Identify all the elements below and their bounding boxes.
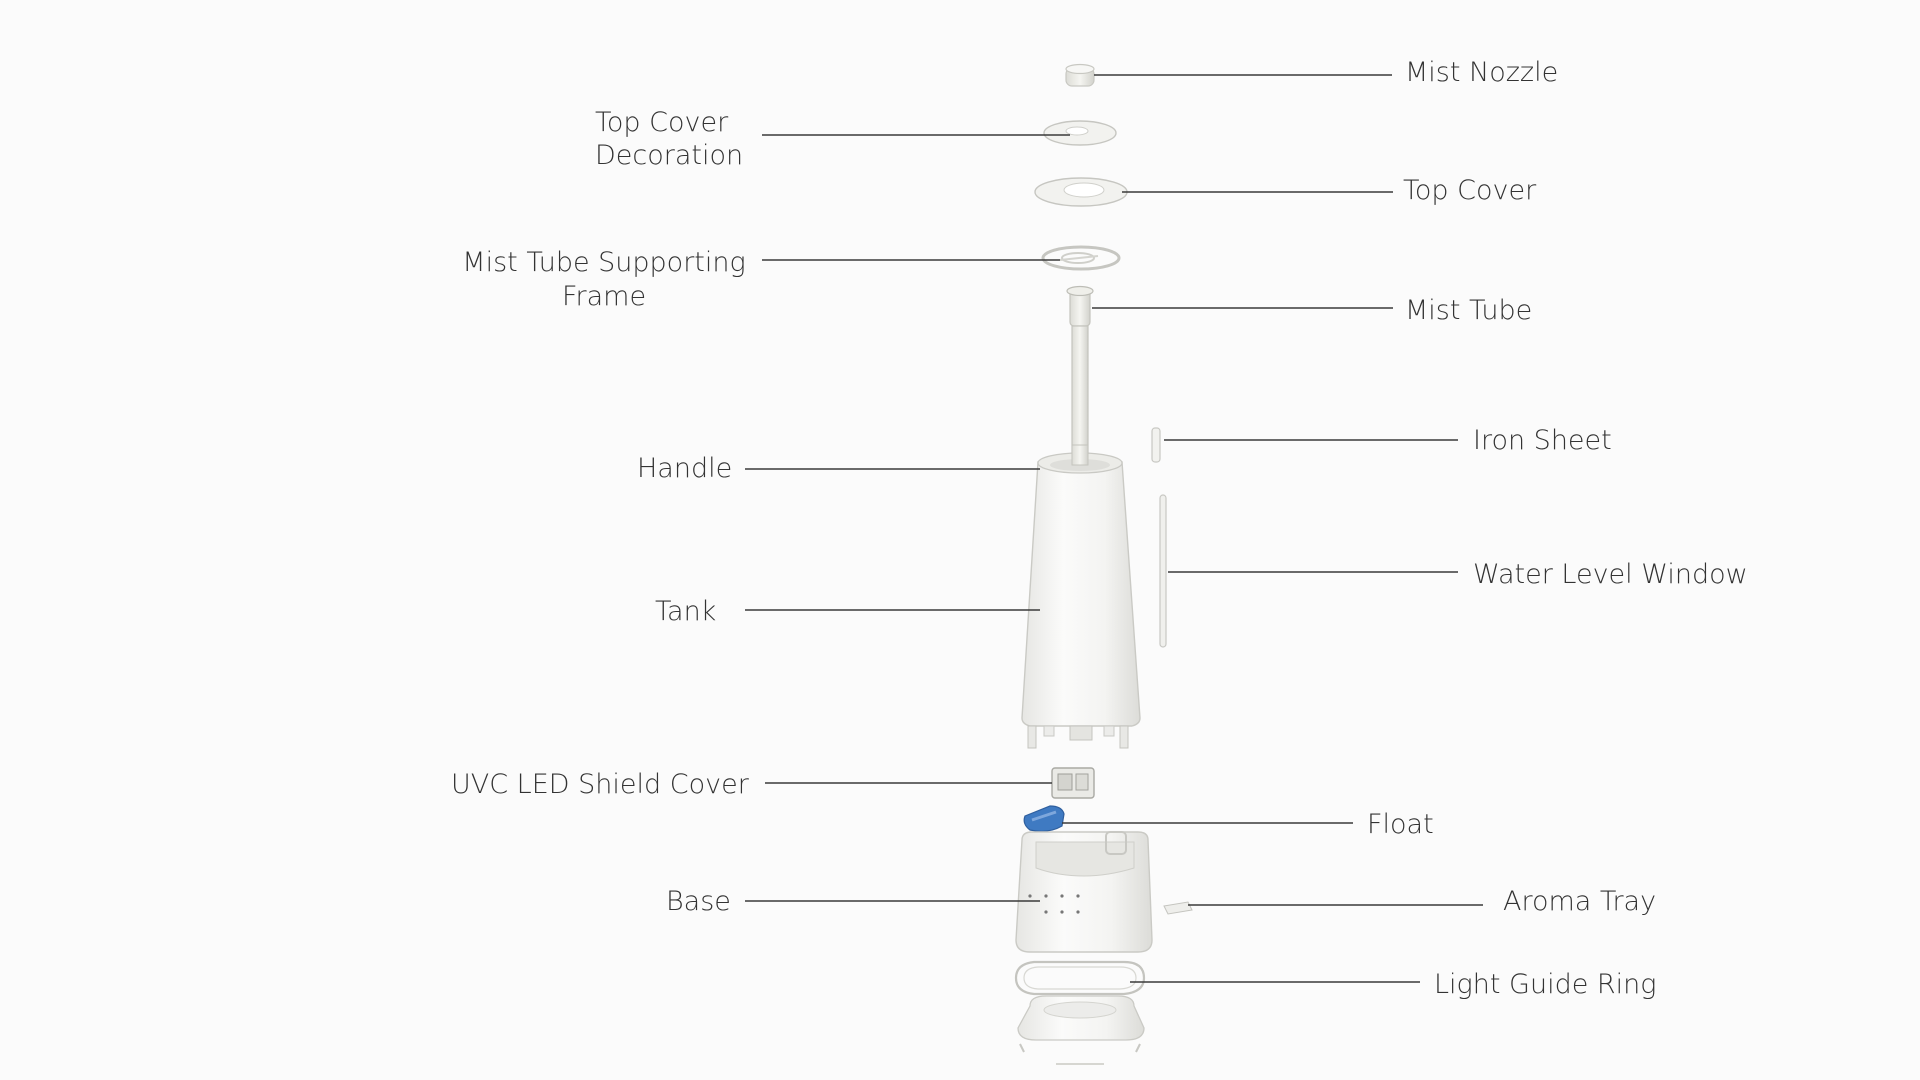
leader-lines <box>745 74 1483 983</box>
mist-tube-part <box>1066 285 1094 471</box>
label-float: Float <box>1367 809 1434 840</box>
label-tank: Tank <box>655 596 717 627</box>
light-guide-ring-part <box>1014 960 1146 996</box>
top-cover-decoration-part <box>1043 120 1117 146</box>
water-level-window-part <box>1159 494 1167 648</box>
float-part <box>1023 805 1065 832</box>
label-uvc-led-shield-cover: UVC LED Shield Cover <box>451 769 749 800</box>
label-top-cover-decoration-line1: Top Cover <box>595 107 729 138</box>
mist-tube-supporting-frame-part <box>1041 245 1121 271</box>
label-aroma-tray: Aroma Tray <box>1503 886 1657 917</box>
uvc-led-shield-cover-part <box>1051 767 1095 799</box>
label-mist-tube: Mist Tube <box>1405 295 1533 326</box>
label-top-cover: Top Cover <box>1403 175 1537 206</box>
iron-sheet-part <box>1151 427 1161 463</box>
label-light-guide-ring: Light Guide Ring <box>1434 969 1657 1000</box>
label-water-level-window: Water Level Window <box>1473 559 1748 590</box>
base-part <box>1015 831 1153 953</box>
label-base: Base <box>666 886 731 917</box>
label-iron-sheet: Iron Sheet <box>1473 425 1612 456</box>
tank-part <box>1021 444 1141 749</box>
bottom-plate-part <box>1017 995 1145 1065</box>
mist-nozzle-part <box>1065 63 1095 87</box>
label-mist-tube-supporting-frame-line2: Frame <box>561 281 647 312</box>
aroma-tray-part <box>1163 901 1193 915</box>
label-mist-nozzle: Mist Nozzle <box>1405 57 1559 88</box>
label-handle: Handle <box>637 453 733 484</box>
top-cover-part <box>1034 177 1128 207</box>
label-mist-tube-supporting-frame-line1: Mist Tube Supporting <box>462 247 746 278</box>
label-top-cover-decoration-line2: Decoration <box>595 140 744 171</box>
